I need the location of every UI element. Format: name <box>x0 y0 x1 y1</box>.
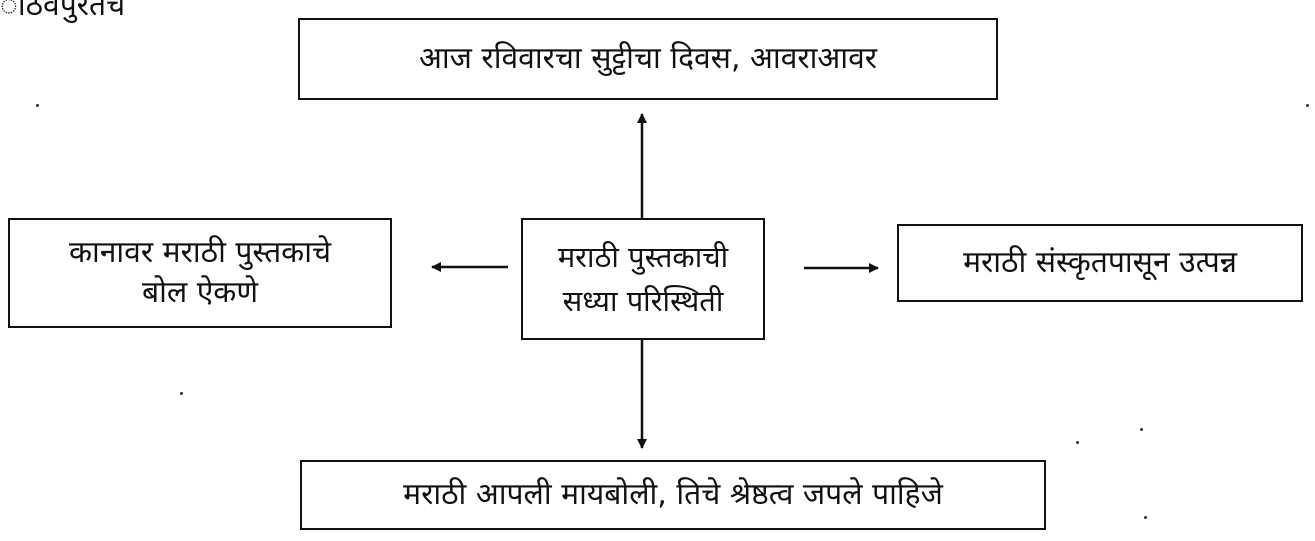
node-right: मराठी संस्कृतपासून उत्पन्न <box>897 224 1303 302</box>
node-right-text: मराठी संस्कृतपासून उत्पन्न <box>963 245 1237 280</box>
node-center-line-1: मराठी पुस्तकाची <box>557 240 729 274</box>
scan-speck <box>36 104 39 107</box>
node-bottom-text: मराठी आपली मायबोली, तिचे श्रेष्ठत्व जपले… <box>403 477 943 512</box>
node-left-line-2: बोल ऐकणे <box>141 275 259 310</box>
scan-speck <box>1306 104 1309 107</box>
node-bottom: मराठी आपली मायबोली, तिचे श्रेष्ठत्व जपले… <box>300 460 1046 530</box>
scan-speck <box>1076 441 1079 444</box>
node-top: आज रविवारचा सुट्टीचा दिवस, आवराआवर <box>298 18 998 100</box>
scan-speck <box>1140 428 1143 431</box>
node-top-text: आज रविवारचा सुट्टीचा दिवस, आवराआवर <box>418 41 878 76</box>
cropped-corner-text: ांठवपुरतच <box>0 0 126 23</box>
node-center: मराठी पुस्तकाची सध्या परिस्थिती <box>521 218 765 340</box>
node-left-line-1: कानावर मराठी पुस्तकाचे <box>68 235 332 270</box>
scan-speck <box>180 392 183 395</box>
node-center-line-2: सध्या परिस्थिती <box>562 284 724 318</box>
node-left: कानावर मराठी पुस्तकाचे बोल ऐकणे <box>8 218 392 328</box>
scan-speck <box>1144 516 1147 519</box>
